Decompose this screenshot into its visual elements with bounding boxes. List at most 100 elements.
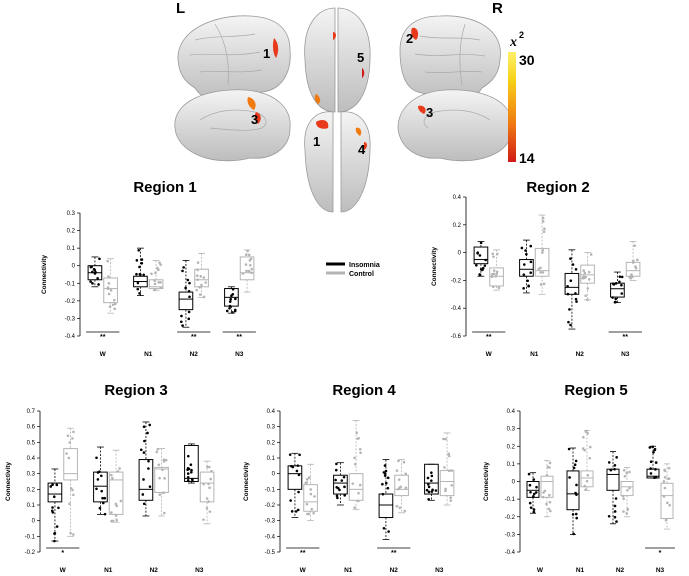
y-tick-label: 0.2 (67, 229, 76, 235)
data-point (244, 253, 248, 257)
data-point (109, 289, 113, 292)
y-tick-label: 0.4 (27, 456, 36, 462)
data-point (55, 483, 59, 487)
box-insomnia-w (47, 482, 63, 503)
data-point (51, 511, 55, 514)
data-point (653, 448, 657, 452)
data-point (648, 446, 652, 449)
data-point (141, 493, 145, 496)
data-point (575, 300, 578, 303)
data-point (585, 429, 588, 433)
data-point (199, 275, 203, 278)
data-point (69, 531, 72, 535)
data-point (547, 507, 551, 511)
data-point (147, 459, 150, 463)
y-axis-label: Connectivity (431, 247, 438, 286)
data-point (113, 307, 116, 311)
data-point (490, 275, 494, 279)
data-point (586, 431, 589, 435)
data-point (382, 526, 386, 530)
data-point (343, 485, 346, 489)
data-point (100, 489, 103, 493)
chart-title: Region 2 (526, 179, 589, 196)
data-point (309, 488, 313, 491)
data-point (427, 485, 431, 489)
data-point (529, 260, 533, 264)
data-point (529, 271, 533, 275)
data-point (613, 300, 617, 304)
data-point (581, 276, 585, 280)
data-point (425, 488, 429, 492)
data-point (208, 486, 211, 490)
data-point (542, 230, 546, 233)
data-point (542, 282, 546, 286)
data-point (96, 478, 100, 481)
data-point (397, 459, 400, 463)
data-point (163, 511, 166, 515)
y-tick-label: 0.3 (27, 472, 36, 478)
x-category-label: W (100, 351, 107, 358)
data-point (189, 463, 193, 466)
data-point (620, 292, 624, 295)
data-point (297, 473, 301, 477)
data-point (625, 471, 629, 475)
data-point (72, 430, 75, 434)
data-point (397, 478, 401, 481)
y-axis-label: Connectivity (483, 462, 490, 501)
data-point (566, 292, 570, 296)
data-point (664, 518, 668, 522)
y-tick-label: -0.3 (65, 316, 76, 322)
x-category-label: W (300, 567, 307, 574)
data-point (228, 304, 232, 308)
data-point (443, 466, 446, 469)
data-point (497, 286, 501, 289)
box-control-n2 (580, 264, 595, 284)
data-point (110, 519, 113, 523)
data-point (582, 435, 585, 439)
box-control-w (489, 267, 504, 287)
y-axis-label: Connectivity (5, 462, 12, 501)
data-point (607, 461, 611, 464)
brain-renderings: 1 2 3 3 5 1 4 (174, 7, 513, 213)
data-point (296, 464, 300, 467)
data-point (532, 510, 536, 514)
y-tick-label: 0.3 (67, 211, 76, 217)
chart-region-4: Region 4Connectivity0.40.30.20.10-0.1-0.… (243, 382, 455, 574)
data-point (587, 278, 591, 281)
data-point (444, 489, 447, 493)
y-tick-label: -0.6 (451, 334, 462, 340)
data-point (135, 259, 139, 262)
box-control-n2 (394, 474, 409, 497)
data-point (138, 292, 141, 295)
box-insomnia-n2 (178, 291, 194, 311)
data-point (190, 470, 193, 474)
data-point (247, 269, 251, 273)
data-point (140, 261, 144, 265)
data-point (103, 512, 107, 516)
data-point (395, 469, 399, 472)
data-point (200, 283, 203, 287)
data-point (188, 295, 191, 299)
chart-title: Region 3 (104, 382, 167, 399)
brain-ventral (304, 111, 371, 213)
data-point (158, 493, 162, 496)
data-point (522, 287, 525, 290)
data-point (107, 282, 111, 285)
data-point (622, 497, 625, 501)
data-point (55, 525, 59, 528)
data-point (294, 510, 298, 513)
data-point (72, 533, 75, 536)
data-point (304, 481, 308, 485)
data-point (71, 437, 74, 440)
data-point (143, 439, 146, 443)
data-point (654, 468, 657, 471)
data-point (99, 474, 103, 478)
data-point (622, 469, 626, 472)
data-point (545, 502, 548, 506)
data-point (67, 456, 71, 460)
data-point (587, 270, 591, 274)
data-point (546, 465, 550, 469)
box-control-n1 (148, 279, 164, 290)
data-point (358, 447, 362, 451)
data-point (306, 512, 309, 516)
